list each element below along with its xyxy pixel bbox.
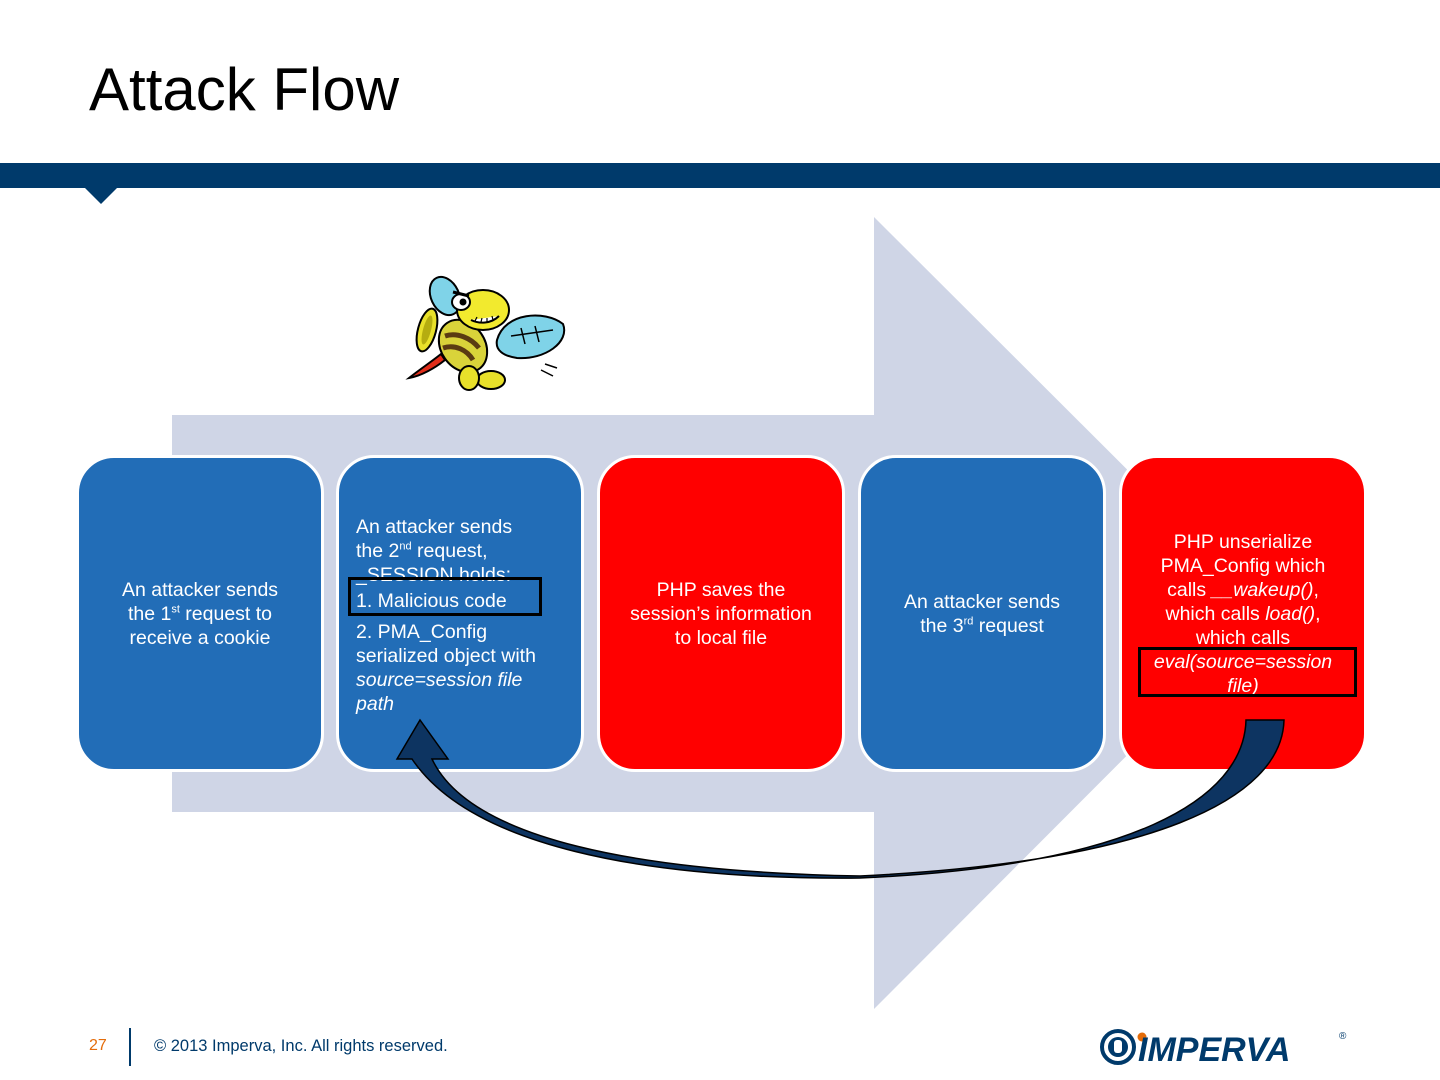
step-5-text: PHP unserialize PMA_Config which calls _… [1153, 530, 1333, 697]
header-bar [0, 163, 1440, 188]
step-2-text: An attacker sends the 2nd request, _SESS… [356, 515, 536, 723]
header-notch [84, 187, 118, 204]
step-2-intro: An attacker sends the 2nd request, _SESS… [356, 516, 513, 586]
step-4-text: An attacker sends the 3rd request [903, 590, 1061, 637]
eval-highlight [1138, 647, 1357, 697]
step-3-box: PHP saves the session’s information to l… [597, 455, 845, 772]
logo-registered-mark: ® [1339, 1031, 1347, 1042]
cartoon-bee-icon [405, 275, 566, 391]
step-2-item-2: 2. PMA_Config serialized object with sou… [356, 621, 536, 715]
step-4-box: An attacker sends the 3rd request [858, 455, 1106, 772]
imperva-logo-icon: IMPERVA ® [1100, 1029, 1347, 1068]
footer-divider [129, 1028, 131, 1066]
slide-title: Attack Flow [89, 56, 400, 123]
malicious-code-highlight [348, 577, 542, 616]
step-3-text: PHP saves the session’s information to l… [630, 578, 812, 649]
step-5-box: PHP unserialize PMA_Config which calls _… [1119, 455, 1367, 772]
page-number: 27 [89, 1037, 107, 1054]
step-1-text: An attacker sends the 1st request to rec… [121, 578, 279, 649]
step-2-item-1: 1. Malicious code [356, 590, 507, 612]
step-1-box: An attacker sends the 1st request to rec… [76, 455, 324, 772]
logo-wordmark: IMPERVA [1138, 1031, 1290, 1068]
copyright-text: © 2013 Imperva, Inc. All rights reserved… [154, 1037, 448, 1055]
